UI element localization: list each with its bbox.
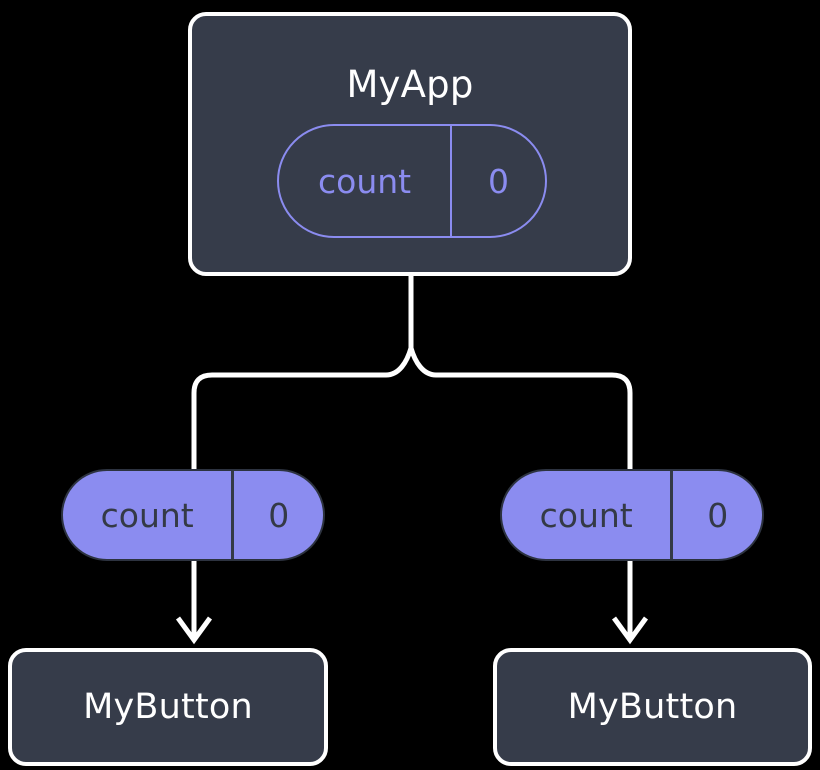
edge-branch-right <box>408 347 633 476</box>
component-label-myapp: MyApp <box>346 63 474 106</box>
state-pill-myapp-count[interactable]: count 0 <box>277 124 547 238</box>
state-pill-left-count[interactable]: count 0 <box>61 469 325 561</box>
component-label-mybutton: MyButton <box>567 686 738 727</box>
state-pill-right-count[interactable]: count 0 <box>500 469 764 561</box>
state-pill-value: 0 <box>450 126 545 236</box>
edge-branch-left <box>191 347 414 476</box>
component-node-mybutton-right[interactable]: MyButton <box>493 648 812 766</box>
state-pill-key: count <box>539 495 633 535</box>
component-node-mybutton-left[interactable]: MyButton <box>8 648 328 766</box>
component-label-mybutton: MyButton <box>83 686 253 727</box>
state-pill-value: 0 <box>231 471 323 559</box>
state-pill-key: count <box>318 161 412 201</box>
state-pill-key: count <box>100 495 194 535</box>
state-pill-value: 0 <box>670 471 762 559</box>
